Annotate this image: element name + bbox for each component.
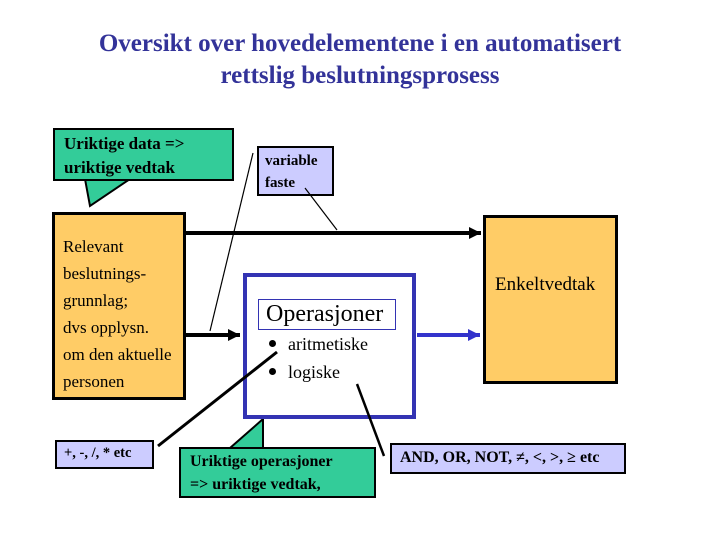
callout-wrong-data-line2: uriktige vedtak — [64, 158, 175, 177]
callout-wrong-data: Uriktige data => uriktige vedtak — [53, 128, 234, 181]
box-operations: Operasjoner aritmetiske logiske — [243, 273, 416, 419]
bullet-row-aritmetiske: aritmetiske — [269, 333, 368, 355]
bullet-icon — [269, 368, 276, 375]
callout-wrong-operations: Uriktige operasjoner => uriktige vedtak, — [179, 447, 376, 498]
callout-wrong-data-line1: Uriktige data => — [64, 134, 185, 153]
box-variable-faste: variable faste — [257, 146, 334, 196]
label-variable: variable — [265, 153, 318, 169]
arithmetic-operators-label: +, -, /, * etc — [64, 445, 132, 461]
slide-title-line1: Oversikt over hovedelementene i en autom… — [98, 30, 622, 57]
grounds-line: beslutnings- — [63, 264, 147, 283]
grounds-line: dvs opplysn. — [63, 318, 149, 337]
wrong-operations-callout-tail — [227, 416, 264, 449]
box-arithmetic-operators: +, -, /, * etc — [55, 440, 154, 469]
logical-operators-label: AND, OR, NOT, ≠, <, >, ≥ etc — [400, 449, 600, 466]
grounds-line: grunnlag; — [63, 291, 129, 310]
callout-wrong-operations-line1: Uriktige operasjoner — [190, 453, 333, 470]
box-decision-grounds: Relevant beslutnings- grunnlag; dvs oppl… — [52, 212, 186, 400]
grounds-line: Relevant — [63, 237, 124, 256]
slide-title-line2: rettslig beslutningsprosess — [220, 62, 500, 89]
label-faste: faste — [265, 175, 295, 191]
bullet-label: aritmetiske — [288, 334, 368, 354]
callout-wrong-operations-line2: => uriktige vedtak, — [190, 476, 321, 493]
wrong-data-callout-tail — [83, 178, 134, 208]
slide-title: Oversikt over hovedelementene i en autom… — [0, 28, 720, 92]
grounds-line: personen — [63, 372, 125, 391]
box-logical-operators: AND, OR, NOT, ≠, <, >, ≥ etc — [390, 443, 626, 474]
box-single-decision: Enkeltvedtak — [483, 215, 618, 384]
single-decision-label: Enkeltvedtak — [495, 274, 596, 295]
bullet-row-logiske: logiske — [269, 361, 340, 383]
bullet-icon — [269, 340, 276, 347]
operations-title: Operasjoner — [258, 299, 396, 330]
bullet-label: logiske — [288, 362, 340, 382]
grounds-line: om den aktuelle — [63, 345, 172, 364]
